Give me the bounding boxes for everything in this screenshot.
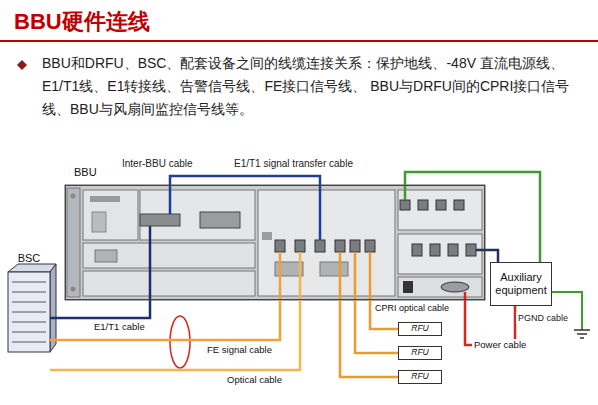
node-heading: BSC <box>8 252 50 265</box>
chassis-wire-stubs <box>299 252 302 300</box>
cable-label: E1/T1 signal transfer cable <box>232 158 355 170</box>
bbu-chassis <box>454 200 464 210</box>
bsc-rack <box>12 302 46 303</box>
label-box: Inter-BBU cable <box>120 158 195 170</box>
bbu-chassis <box>403 281 413 293</box>
chassis-wire-stubs <box>279 252 282 300</box>
bbu-chassis <box>466 244 476 256</box>
chassis-wire-stubs <box>150 176 485 300</box>
chassis-wire-stubs <box>476 249 485 252</box>
bbu-chassis <box>262 232 272 240</box>
chassis-wire-stubs <box>404 185 407 200</box>
bsc-rack <box>12 322 46 323</box>
bullet-text: BBU和DRFU、BSC、配套设备之间的线缆连接关系：保护地线、-48V 直流电… <box>42 52 577 121</box>
cable-label: PGND cable <box>516 312 570 324</box>
ground-wire <box>552 292 582 330</box>
label-box: PGND cable <box>516 312 570 324</box>
bbu-chassis <box>350 240 360 252</box>
bbu-chassis <box>398 190 482 230</box>
label-box: E1/T1 signal transfer cable <box>232 158 355 170</box>
bbu-chassis <box>92 212 106 232</box>
node-label: RFU <box>411 324 428 334</box>
bbu-chassis <box>441 282 469 292</box>
bsc-rack <box>12 332 46 333</box>
bbu-chassis <box>418 200 428 210</box>
cable-line <box>50 300 300 370</box>
bsc-rack <box>12 292 46 293</box>
chassis-wire-stubs <box>339 252 342 300</box>
bsc-rack <box>12 312 46 313</box>
bbu-chassis <box>83 271 255 296</box>
bbu-chassis <box>315 240 325 252</box>
bbu-chassis <box>275 240 285 252</box>
rfu-box: RFU <box>398 346 442 360</box>
node-label: RFU <box>411 348 428 358</box>
label-box: BBU和DRFU、BSC、配套设备之间的线缆连接关系：保护地线、-48V 直流电… <box>42 52 577 121</box>
cable-label: Power cable <box>472 339 528 350</box>
ground-symbol <box>580 337 584 339</box>
bsc-rack <box>8 272 50 352</box>
title: BBU硬件连线 <box>14 9 150 34</box>
bsc-rack <box>12 282 46 283</box>
bbu-chassis <box>430 244 440 256</box>
auxiliary-box: Auxiliary equipment <box>490 262 552 306</box>
node-label: Auxiliary equipment <box>494 271 548 296</box>
ground-symbol <box>574 329 590 331</box>
bullet <box>17 60 27 70</box>
cable-line <box>50 300 280 340</box>
ground-symbol <box>577 333 587 335</box>
bsc-rack: BSC <box>8 272 50 352</box>
cable-label: FE signal cable <box>205 344 274 355</box>
chassis-wire-stubs <box>354 252 357 300</box>
bbu-chassis <box>412 244 422 256</box>
cable-label: Inter-BBU cable <box>120 158 195 170</box>
bbu-chassis <box>95 250 117 262</box>
node-heading: BBU <box>74 166 97 179</box>
bbu-chassis <box>65 185 485 300</box>
bbu-chassis <box>71 194 76 199</box>
node-label: RFU <box>411 372 428 382</box>
bbu-chassis <box>258 190 395 296</box>
chassis-wire-stubs <box>369 252 372 300</box>
bbu-chassis <box>398 277 482 297</box>
bbu-chassis <box>71 287 76 292</box>
rfu-box: RFU <box>398 370 442 384</box>
bbu-chassis <box>365 240 375 252</box>
bsc-rack <box>8 264 56 352</box>
bbu-chassis <box>65 185 485 300</box>
rfu-box: RFU <box>398 322 442 336</box>
ground-symbol <box>574 330 590 338</box>
cable-label: Optical cable <box>225 374 284 385</box>
bsc-rack <box>8 264 56 272</box>
bbu-chassis <box>140 214 180 226</box>
bbu-chassis <box>335 240 345 252</box>
bbu-chassis <box>140 190 255 240</box>
title-box: BBU硬件连线 <box>14 7 150 37</box>
bbu-chassis <box>200 212 240 228</box>
bbu-chassis <box>83 243 255 268</box>
chassis-wire-stubs <box>149 226 152 300</box>
bbu-chassis <box>90 196 120 202</box>
cable-line <box>485 250 498 262</box>
bbu-chassis: BBU <box>65 185 485 300</box>
chassis-wire-stubs <box>464 292 467 300</box>
bbu-chassis <box>67 188 80 297</box>
ground-wire <box>552 292 582 330</box>
bbu-chassis <box>295 240 305 252</box>
title-rule <box>0 40 598 42</box>
cable-label: E1/T1 cable <box>92 321 147 332</box>
cable-line <box>50 300 150 318</box>
cable-bundle-mark <box>170 316 190 368</box>
cable-label: CPRI optical cable <box>373 303 451 314</box>
bsc-rack <box>12 342 46 343</box>
bbu-chassis <box>400 200 410 210</box>
bbu-chassis <box>398 234 482 274</box>
bbu-chassis <box>448 244 458 256</box>
bbu-chassis <box>83 190 138 240</box>
bbu-chassis <box>436 200 446 210</box>
bbu-chassis <box>320 262 348 276</box>
